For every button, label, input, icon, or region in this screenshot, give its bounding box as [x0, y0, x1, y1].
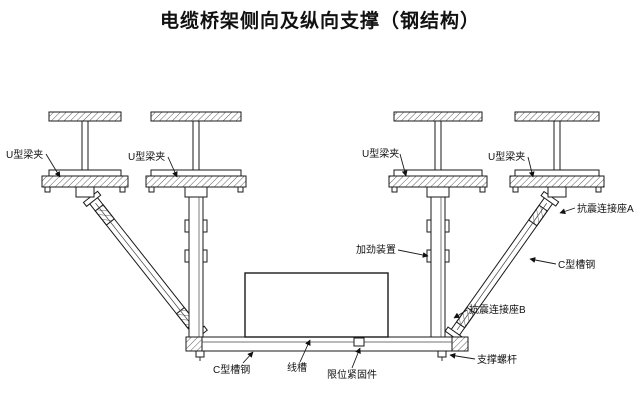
limit-fastener-leader [351, 347, 361, 369]
label-u-beam-clamp-3: U型梁夹 [362, 147, 399, 160]
u-clamp-leader-4 [527, 156, 535, 178]
label-u-beam-clamp-2: U型梁夹 [128, 150, 165, 163]
label-support-screw: 支撑螺杆 [477, 353, 517, 366]
wire-trough-leader [299, 339, 311, 363]
seismic-b-leader [453, 309, 468, 319]
support-screw-left [195, 350, 205, 361]
label-limit-fastener: 限位紧固件 [327, 368, 377, 381]
i-beam-3 [388, 111, 488, 193]
support-screw-right [437, 350, 447, 361]
wire-trough-box [244, 272, 389, 338]
diagonal-brace-right [444, 190, 560, 343]
label-c-channel-bottom: C型槽钢 [213, 363, 250, 376]
label-seismic-connector-b: 抗震连接座B [469, 303, 526, 316]
support-screw-leader [449, 352, 476, 360]
u-clamp-leader-1 [45, 153, 61, 178]
label-c-channel-right: C型槽钢 [558, 258, 595, 271]
label-u-beam-clamp-4: U型梁夹 [488, 150, 525, 163]
bottom-channel-bar [185, 336, 469, 352]
i-beam-1 [41, 111, 129, 198]
vertical-channel-right [426, 186, 450, 338]
i-beam-4 [509, 111, 605, 198]
label-seismic-connector-a: 抗震连接座A [577, 202, 634, 215]
limit-fastener-part [353, 337, 365, 347]
label-stiffening-device: 加劲装置 [356, 243, 396, 256]
label-wire-trough: 线槽 [287, 361, 307, 374]
label-u-beam-clamp-1: U型梁夹 [6, 148, 43, 161]
stiffener-leader [397, 249, 429, 258]
c-channel-bottom-leader [242, 351, 254, 364]
u-clamp-leader-3 [399, 153, 408, 177]
vertical-channel-left [184, 186, 208, 338]
page-title: 电缆桥架侧向及纵向支撑（钢结构） [159, 11, 480, 32]
seismic-a-leader [559, 207, 576, 215]
c-channel-right-leader [529, 257, 557, 265]
u-clamp-leader-2 [167, 156, 178, 178]
